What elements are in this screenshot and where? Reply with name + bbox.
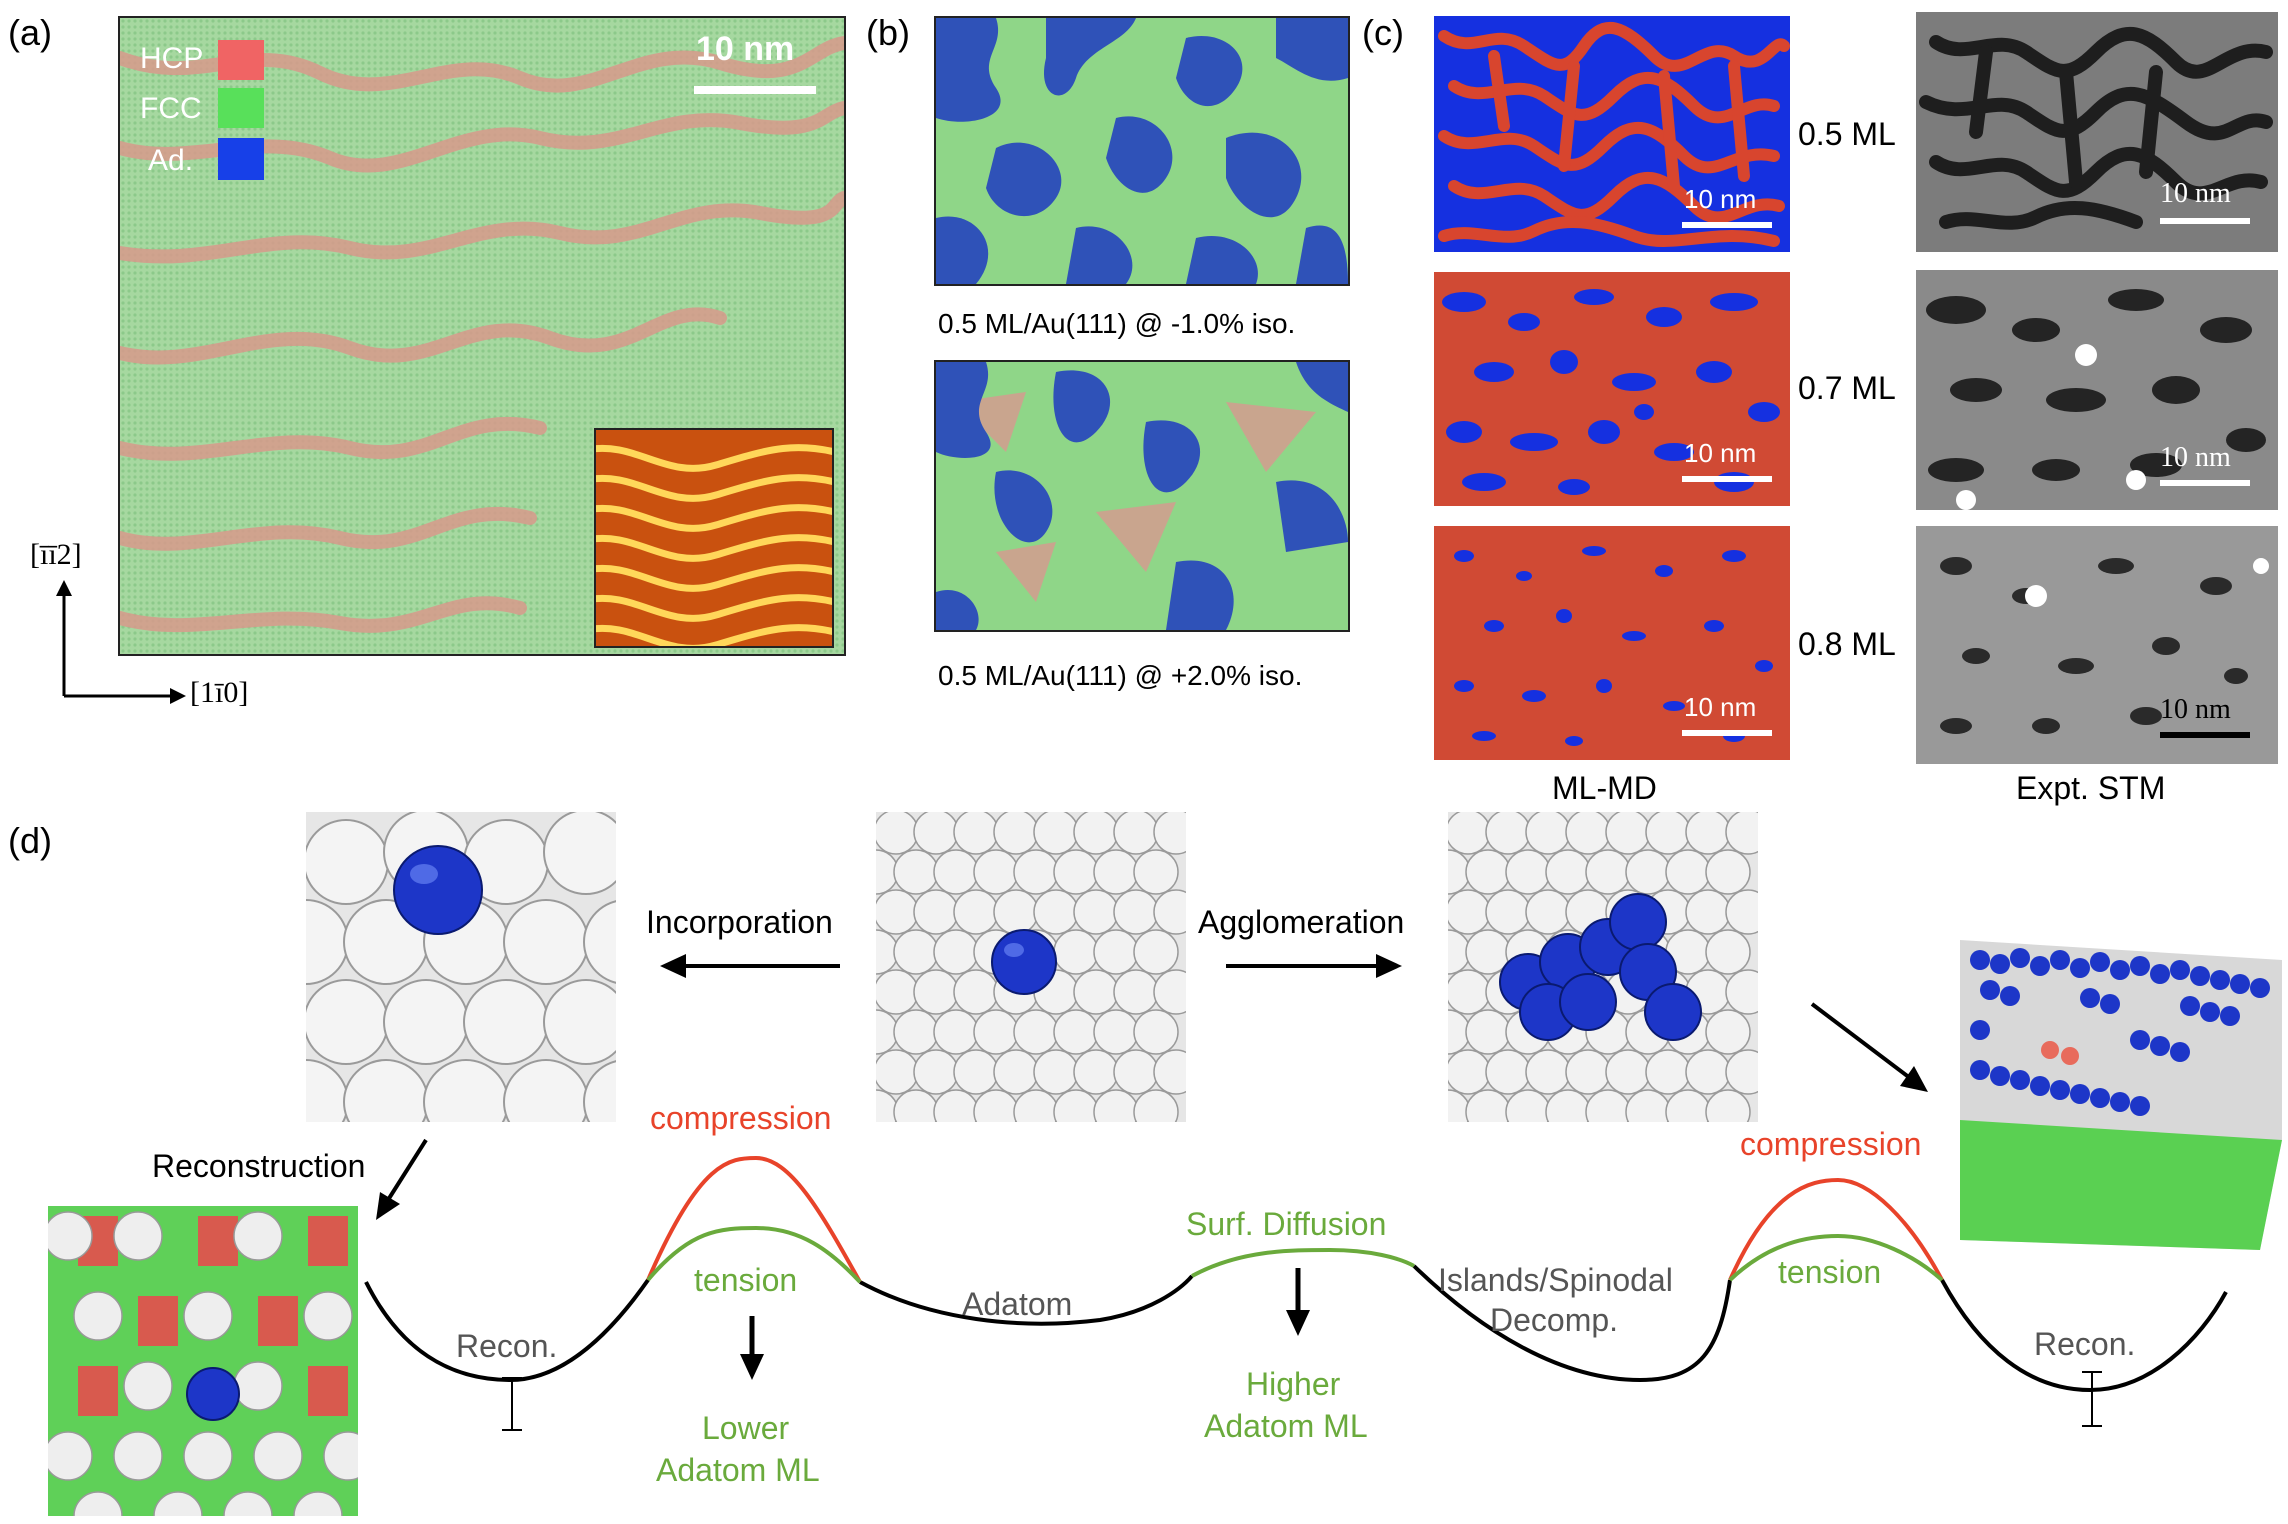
- agglomeration-label: Agglomeration: [1198, 904, 1405, 940]
- stm-scalebar-1-label: 10 nm: [2160, 178, 2231, 209]
- scalebar-c2-label: 10 nm: [1684, 438, 1757, 468]
- islands-label: Islands/Spinodal: [1438, 1262, 1673, 1298]
- panel-label-b: (b): [866, 12, 910, 53]
- stm-scalebar-2: [2160, 480, 2250, 486]
- panel-label-d: (d): [8, 820, 52, 861]
- energy-landscape: [364, 954, 2228, 1431]
- coverage-label-07: 0.7 ML: [1798, 370, 1896, 406]
- reconstruction-label: Reconstruction: [152, 1148, 366, 1184]
- scalebar-a: [694, 86, 816, 94]
- axis-right-label: [1ī0]: [190, 676, 249, 709]
- lower-label-2: Adatom ML: [656, 1452, 820, 1488]
- coverage-label-08: 0.8 ML: [1798, 626, 1896, 662]
- recon-label-left: Recon.: [456, 1328, 558, 1364]
- recon-label-right: Recon.: [2034, 1326, 2136, 1362]
- caption-b-top: 0.5 ML/Au(111) @ -1.0% iso.: [938, 308, 1296, 339]
- stm-scalebar-2-label: 10 nm: [2160, 442, 2231, 473]
- stm-image-05ml: [1916, 12, 2278, 252]
- legend-adatom-swatch: [218, 138, 264, 180]
- panel-label-a: (a): [8, 12, 52, 53]
- caption-b-bottom: 0.5 ML/Au(111) @ +2.0% iso.: [938, 660, 1303, 691]
- scalebar-c3-label: 10 nm: [1684, 692, 1757, 722]
- scalebar-c2: [1682, 476, 1772, 482]
- adatom-label: Adatom: [962, 1286, 1073, 1322]
- md-map-compression: [934, 16, 1350, 286]
- reconstruction-structure: [48, 1206, 358, 1516]
- higher-label-2: Adatom ML: [1204, 1408, 1368, 1444]
- compression-label-left: compression: [650, 1100, 832, 1136]
- column-label-ml-md: ML-MD: [1552, 770, 1657, 806]
- stm-image-08ml: [1916, 526, 2278, 764]
- stm-image-07ml: [1916, 270, 2278, 510]
- legend-fcc-label: FCC: [140, 92, 202, 125]
- column-label-stm: Expt. STM: [2016, 770, 2166, 806]
- higher-label-1: Higher: [1246, 1366, 1341, 1402]
- legend-fcc-swatch: [218, 88, 264, 128]
- panel-label-c: (c): [1362, 12, 1404, 53]
- legend-hcp-swatch: [218, 40, 264, 80]
- md-map-05ml: [1434, 16, 1790, 252]
- agglomeration-structure: [1448, 812, 1758, 1122]
- stm-scalebar-3: [2160, 732, 2250, 738]
- compression-label-right: compression: [1740, 1126, 1922, 1162]
- incorporation-label: Incorporation: [646, 904, 833, 940]
- tension-label-left: tension: [694, 1262, 798, 1298]
- coverage-label-05: 0.5 ML: [1798, 116, 1896, 152]
- scalebar-a-label: 10 nm: [696, 30, 795, 68]
- legend-adatom-label: Ad.: [148, 144, 194, 177]
- axis-up-label: [īī2]: [30, 538, 82, 571]
- axis-arrows: [56, 580, 186, 704]
- incorporation-structure: [306, 812, 616, 1122]
- legend-hcp-label: HCP: [140, 42, 204, 75]
- surf-diffusion-label: Surf. Diffusion: [1186, 1206, 1387, 1242]
- lower-label-1: Lower: [702, 1410, 790, 1446]
- md-map-tension: [934, 360, 1350, 632]
- md-map-08ml: [1434, 526, 1790, 760]
- md-map-07ml: [1434, 272, 1790, 506]
- tension-label-right: tension: [1778, 1254, 1882, 1290]
- scalebar-c1: [1682, 222, 1772, 228]
- decomp-label: Decomp.: [1490, 1302, 1619, 1338]
- stm-scalebar-3-label: 10 nm: [2160, 694, 2231, 725]
- inset-stm-image: [594, 428, 834, 648]
- scalebar-c1-label: 10 nm: [1684, 184, 1757, 214]
- island-structure: [1960, 940, 2282, 1250]
- adatom-structure: [876, 812, 1186, 1122]
- stm-scalebar-1: [2160, 218, 2250, 224]
- scalebar-c3: [1682, 730, 1772, 736]
